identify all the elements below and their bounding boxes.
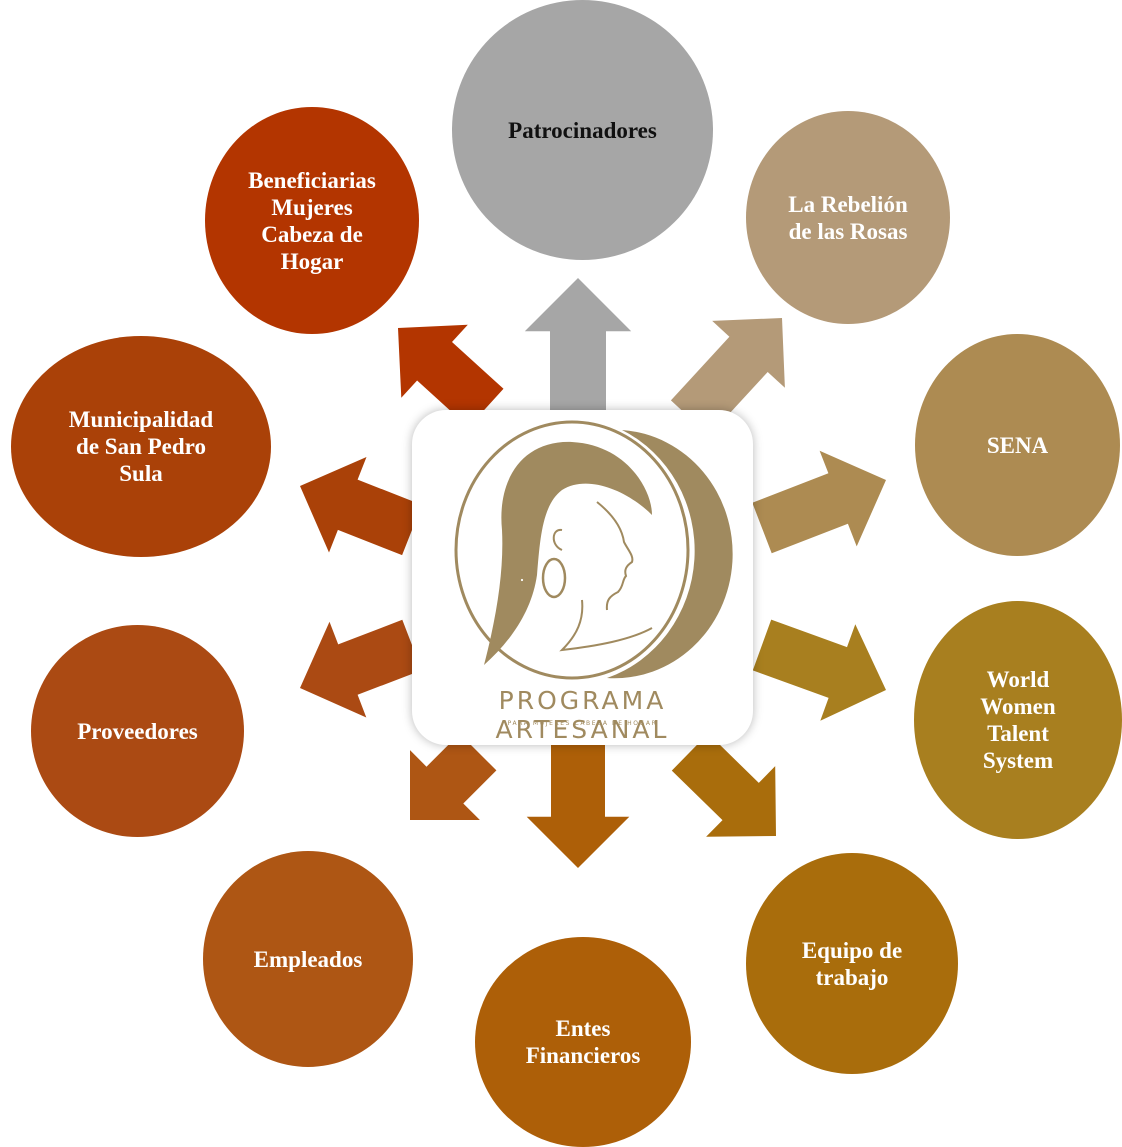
arrow-to-municipalidad (300, 457, 422, 556)
arrow-to-beneficiarias (398, 324, 504, 428)
logo-title: PROGRAMA ARTESANAL (495, 686, 670, 744)
node-municipalidad-label: Municipalidad de San Pedro Sula (68, 407, 214, 486)
arrow-to-empleados (410, 733, 497, 820)
node-beneficiarias-label: Beneficiarias Mujeres Cabeza de Hogar (248, 167, 376, 274)
node-patrocinadores: Patrocinadores (452, 0, 713, 260)
logo-card: PROGRAMA ARTESANAL PARA MUJERES CABEZA D… (412, 410, 753, 745)
node-entes: Entes Financieros (475, 937, 691, 1147)
node-empleados-label: Empleados (253, 946, 363, 972)
node-beneficiarias: Beneficiarias Mujeres Cabeza de Hogar (205, 107, 419, 334)
arrow-to-sena (752, 450, 886, 554)
node-entes-label: Entes Financieros (525, 1016, 641, 1068)
logo-subtitle: PARA MUJERES CABEZA DE HOGAR (507, 720, 658, 727)
arrow-to-world-women (752, 619, 886, 721)
woman-profile-logo (454, 420, 733, 680)
arrow-to-rebelion (670, 318, 785, 436)
node-world-women-label: World Women Talent System (980, 667, 1056, 773)
node-empleados: Empleados (203, 851, 413, 1067)
arrow-to-proveedores (300, 619, 422, 718)
node-world-women: World Women Talent System (914, 601, 1122, 839)
node-sena-label: SENA (986, 432, 1049, 458)
arrow-to-equipo (671, 733, 776, 837)
node-equipo-label: Equipo de trabajo (801, 937, 903, 990)
node-sena: SENA (915, 334, 1120, 556)
node-rebelion: La Rebelión de las Rosas (746, 111, 950, 324)
node-proveedores-label: Proveedores (77, 718, 198, 744)
arrow-to-entes (526, 745, 630, 868)
node-equipo: Equipo de trabajo (746, 853, 958, 1074)
node-patrocinadores-label: Patrocinadores (508, 117, 657, 143)
arrow-to-patrocinadores (524, 278, 632, 412)
node-rebelion-label: La Rebelión de las Rosas (788, 191, 908, 244)
node-proveedores: Proveedores (31, 625, 244, 837)
node-municipalidad: Municipalidad de San Pedro Sula (11, 336, 271, 557)
